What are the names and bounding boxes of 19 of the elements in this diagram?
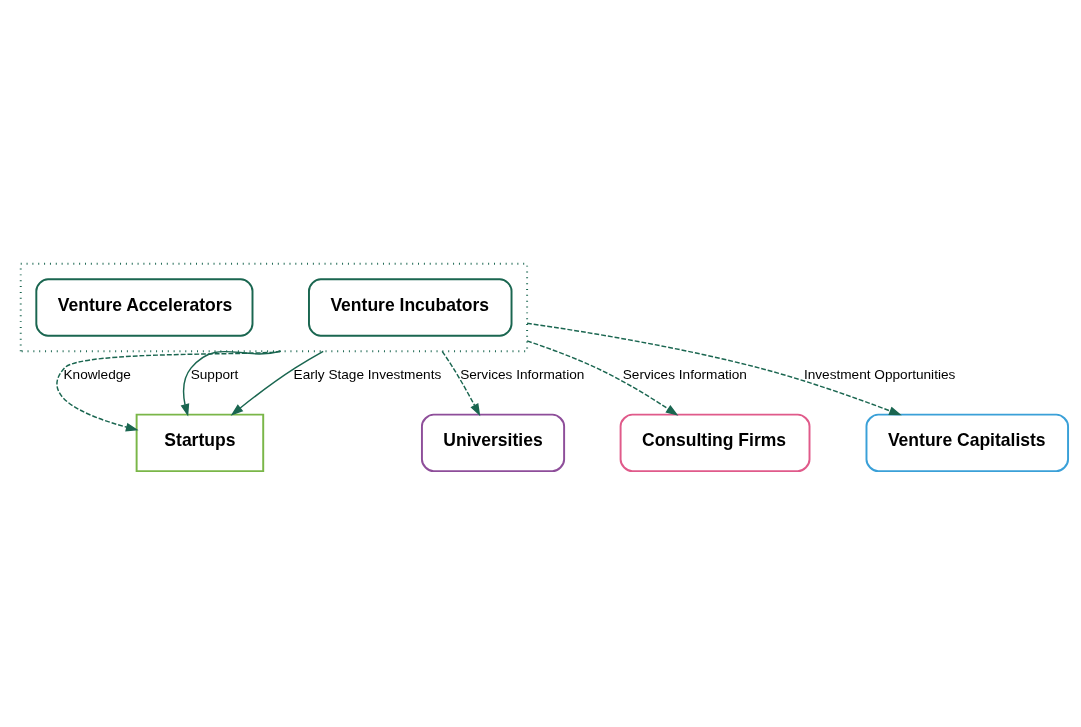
edge-label: Knowledge	[63, 366, 131, 382]
edge-label: Support	[190, 366, 239, 382]
edge-label: Investment Opportunities	[803, 366, 956, 382]
arrow	[230, 350, 324, 416]
arrow	[180, 350, 282, 417]
arrow	[56, 350, 282, 432]
node-box: Venture Capitalists	[865, 413, 1070, 473]
edge-label: Early Stage Investments	[293, 366, 442, 382]
edge-label: Services Information	[622, 366, 747, 382]
node-box: Venture Incubators	[308, 278, 513, 337]
cluster	[19, 262, 529, 353]
node-box: Consulting Firms	[619, 413, 811, 473]
node-box: Venture Accelerators	[35, 278, 254, 337]
arrow	[526, 340, 679, 416]
edge-label: Services Information	[460, 366, 585, 382]
node-box: Universities	[420, 413, 566, 473]
node-box: Startups	[135, 413, 265, 473]
arrow	[441, 350, 481, 417]
arrow	[526, 322, 902, 416]
